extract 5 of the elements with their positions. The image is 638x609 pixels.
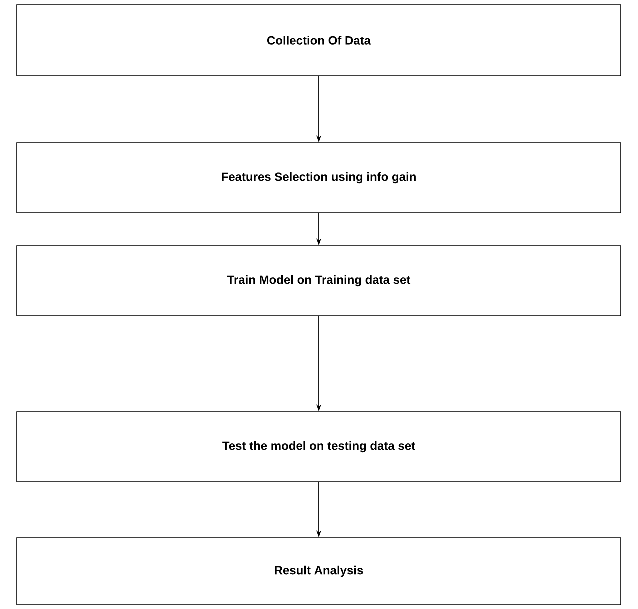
process-box: Features Selection using info gain <box>16 142 622 214</box>
process-box: Train Model on Training data set <box>16 246 622 316</box>
process-box: Result Analysis <box>16 538 622 606</box>
process-box: Test the model on testing data set <box>16 412 622 482</box>
process-box: Collection Of Data <box>16 4 622 76</box>
